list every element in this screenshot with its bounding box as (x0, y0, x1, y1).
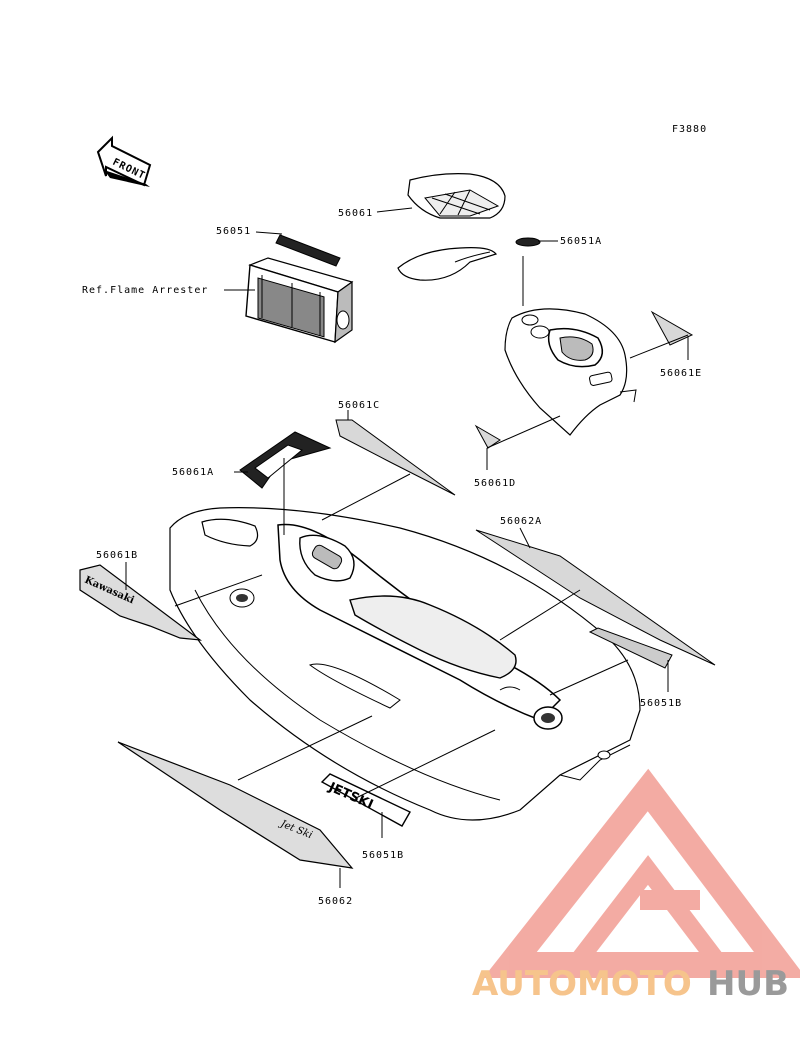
hull-body-part (169, 507, 641, 821)
decal-56061E (650, 310, 694, 346)
label-ref-flame-arrester: Ref.Flame Arrester (82, 285, 208, 296)
decal-56051A (515, 237, 541, 247)
label-56051A: 56051A (560, 236, 602, 247)
seat-cover-56061 (407, 173, 506, 219)
leader-lines (125, 207, 689, 888)
flame-arrester-part (245, 257, 354, 344)
decal-56051B-right (588, 627, 673, 669)
decal-56062: Jet Ski (117, 741, 354, 869)
label-56061E: 56061E (660, 368, 702, 379)
figure-code: F3880 (672, 124, 707, 135)
label-56051B-bottom: 56051B (362, 850, 404, 861)
label-56061B: 56061B (96, 550, 138, 561)
steering-console-part (504, 308, 637, 436)
label-56061: 56061 (338, 208, 373, 219)
label-56051: 56051 (216, 226, 251, 237)
brand-text-part1: AUTOMOTO (472, 964, 692, 1004)
decal-56062A (475, 529, 716, 666)
label-56061D: 56061D (474, 478, 516, 489)
front-arrow-icon: FRONT (96, 135, 152, 187)
seat-lid-part (397, 247, 497, 281)
label-56061C: 56061C (338, 400, 380, 411)
decal-56051 (275, 234, 341, 267)
label-56062: 56062 (318, 896, 353, 907)
decal-56061C (335, 419, 456, 496)
automotohub-wordmark: AUTOMOTO HUB (472, 964, 789, 1004)
automotohub-logo (483, 768, 800, 978)
brand-text-part2: HUB (707, 964, 789, 1004)
label-56061A: 56061A (172, 467, 214, 478)
label-56051B-right: 56051B (640, 698, 682, 709)
label-56062A: 56062A (500, 516, 542, 527)
decal-56061D (474, 424, 501, 449)
